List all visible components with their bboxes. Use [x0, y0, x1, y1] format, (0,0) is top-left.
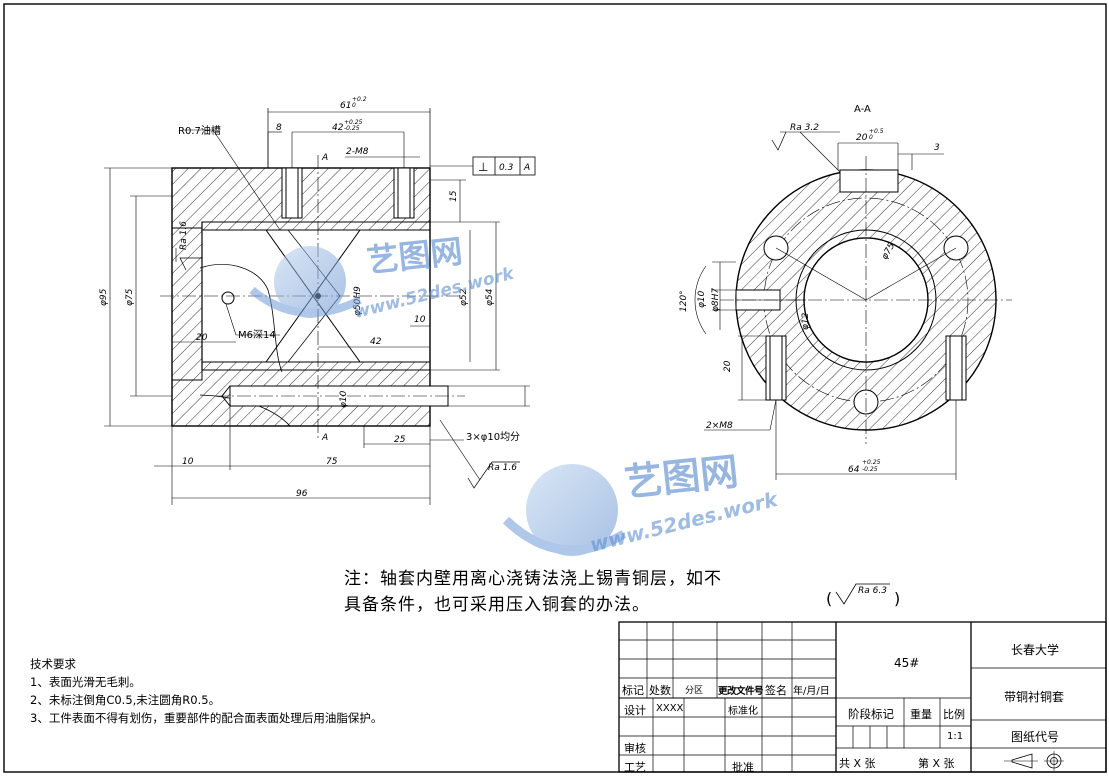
oil-hole-callout: M6深14 — [238, 329, 276, 341]
tolerance-value: 0.3 — [499, 163, 514, 173]
dim-10-mid: 10 — [414, 315, 426, 325]
dim-20-left: 20 — [196, 333, 208, 343]
drawing-note-line-2: 具备条件，也可采用压入铜套的办法。 — [344, 595, 650, 615]
dim-64-tol-low: -0.25 — [862, 466, 878, 473]
design-label: 设计 — [624, 704, 646, 717]
svg-text:): ) — [894, 589, 900, 608]
dim-20-tol: +0.5 — [869, 128, 884, 135]
dim-75: φ75 — [125, 288, 135, 306]
tolerance-symbol: ⊥ — [478, 160, 488, 174]
approve-label: 批准 — [732, 761, 754, 774]
scale-value: 1:1 — [947, 731, 964, 742]
school-name: 长春大学 — [1011, 643, 1060, 657]
dim-64: 64 — [848, 465, 860, 475]
part-name: 带铜衬铜套 — [1004, 690, 1065, 704]
drawing-border — [3, 3, 1107, 773]
sheet-number: 第 X 张 — [918, 757, 955, 770]
requirements-title: 技术要求 — [30, 657, 76, 671]
section-label: A-A — [854, 104, 871, 115]
dim-42-top: 42 — [332, 123, 344, 133]
standard-label: 标准化 — [728, 706, 758, 717]
dim-42-top-tol-low: -0.25 — [344, 125, 360, 132]
dim-15: 15 — [449, 190, 459, 202]
ra-1-6-side: Ra 1.6 — [179, 221, 189, 250]
dim-25: 25 — [394, 435, 406, 445]
header-date: 年/月/日 — [793, 686, 830, 697]
watermark-cn-1: 艺图网 — [365, 232, 464, 280]
thread-callout-front: 2×M8 — [706, 421, 733, 431]
designer-name: XXXX — [656, 703, 684, 714]
weight-label: 重量 — [910, 708, 932, 721]
dim-52: φ52 — [459, 288, 469, 306]
dim-75-len: 75 — [326, 457, 338, 467]
dim-61-tol: +0.2 — [352, 96, 367, 103]
angle-120: 120° — [679, 290, 689, 312]
watermark-2 — [502, 464, 627, 556]
requirement-item-3: 3、工件表面不得有划伤，重要部件的配合面表面处理后用油脂保护。 — [30, 711, 383, 725]
requirement-item-1: 1、表面光滑无毛刺。 — [30, 675, 141, 689]
title-block-grid — [618, 621, 1107, 773]
oil-groove-callout: R0.7油槽 — [178, 124, 221, 137]
drawing-number-label: 图纸代号 — [1011, 730, 1060, 744]
header-count: 处数 — [649, 684, 671, 697]
front-view — [694, 131, 1012, 480]
fit-8h7: φ8H7 — [711, 288, 721, 312]
section-mark-top: A — [321, 153, 328, 163]
dim-20-tol-low: 0 — [869, 134, 873, 141]
dim-61-tol-low: 0 — [352, 102, 356, 109]
requirement-item-2: 2、未标注倒角C0.5,未注圆角R0.5。 — [30, 693, 221, 707]
dim-12: φ12 — [801, 312, 811, 330]
header-signature: 签名 — [765, 684, 787, 697]
dim-3: 3 — [934, 143, 940, 153]
watermark-cn-2: 艺图网 — [622, 449, 740, 505]
header-zone: 分区 — [685, 686, 704, 696]
material-value: 45# — [894, 656, 920, 670]
dim-42-top-tol-up: +0.25 — [344, 119, 363, 126]
watermark-1 — [249, 246, 362, 318]
side-view — [104, 108, 536, 505]
check-label: 审核 — [624, 742, 646, 755]
stage-label: 阶段标记 — [848, 707, 894, 721]
dim-95: φ95 — [99, 288, 109, 306]
dim-61: 61 — [340, 101, 351, 111]
technical-requirements: 技术要求 1、表面光滑无毛刺。 2、未标注倒角C0.5,未注圆角R0.5。 3、… — [30, 655, 382, 727]
dim-10-front: φ10 — [697, 290, 707, 308]
dim-20-front: 20 — [723, 360, 733, 372]
sheets-total: 共 X 张 — [839, 757, 876, 770]
pins-callout: 3×φ10均分 — [466, 431, 520, 443]
dim-54: φ54 — [485, 288, 495, 306]
ra-6-3: Ra 6.3 — [858, 586, 887, 596]
svg-text:(: ( — [826, 589, 832, 608]
dim-42-mid: 42 — [370, 337, 382, 347]
header-change-doc: 更改文件号 — [718, 686, 764, 697]
dim-8: 8 — [276, 123, 282, 133]
header-mark: 标记 — [622, 684, 644, 697]
thread-callout-side: 2-M8 — [346, 147, 369, 157]
dim-10-dia: φ10 — [339, 390, 349, 408]
scale-label: 比例 — [943, 708, 965, 721]
section-mark-bottom: A — [321, 433, 328, 443]
dim-64-tol-up: +0.25 — [862, 459, 881, 466]
tolerance-datum: A — [523, 163, 530, 173]
ra-1-6-pin: Ra 1.6 — [488, 463, 517, 473]
process-label: 工艺 — [624, 761, 646, 774]
ra-3-2: Ra 3.2 — [790, 123, 819, 133]
dim-96: 96 — [296, 489, 308, 499]
drawing-note-line-1: 注：轴套内壁用离心浇铸法浇上锡青铜层，如不 — [344, 569, 722, 589]
dim-20-width: 20 — [856, 133, 868, 143]
dim-10-bottom: 10 — [182, 457, 194, 467]
